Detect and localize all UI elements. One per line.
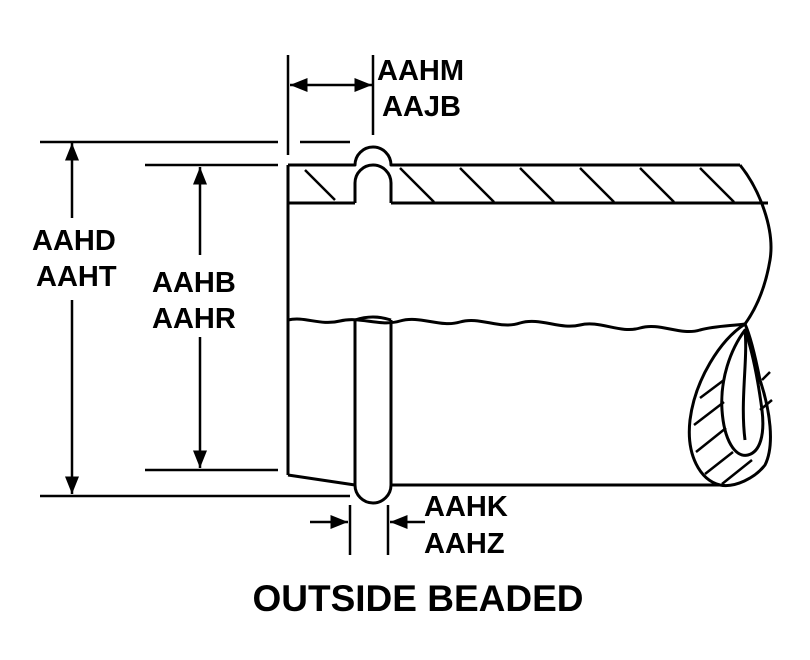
cutaway-section [687, 322, 773, 488]
label-aahz: AAHZ [424, 528, 505, 560]
tube-break-right-curve [738, 164, 773, 325]
label-aaht: AAHT [36, 261, 117, 293]
tube-break-wave [287, 317, 746, 333]
bead-inner-contour [353, 163, 393, 203]
diagram-caption: OUTSIDE BEADED [253, 578, 584, 619]
cutaway-inner [720, 328, 765, 457]
tube-outer-top-edge [288, 145, 740, 167]
label-aahb: AAHB [152, 267, 236, 299]
label-backdrop-od [28, 218, 128, 300]
tube-body [286, 145, 768, 505]
break-line [287, 164, 773, 333]
tube-outer-bottom-edge [287, 473, 720, 505]
label-aahk: AAHK [424, 491, 508, 523]
label-aahr: AAHR [152, 303, 236, 335]
label-aajb: AAJB [382, 91, 461, 123]
dimension-labels: AAHM AAJB AAHD AAHT AAHB AAHR AAHK AAHZ … [28, 55, 583, 619]
label-aahd: AAHD [32, 225, 116, 257]
cutaway-outer [687, 322, 772, 488]
wall-hatching-top [304, 167, 735, 203]
label-backdrop [140, 255, 258, 337]
cutaway-inner-line [741, 329, 748, 441]
extension-lines [40, 55, 390, 555]
label-aahm: AAHM [377, 55, 464, 87]
